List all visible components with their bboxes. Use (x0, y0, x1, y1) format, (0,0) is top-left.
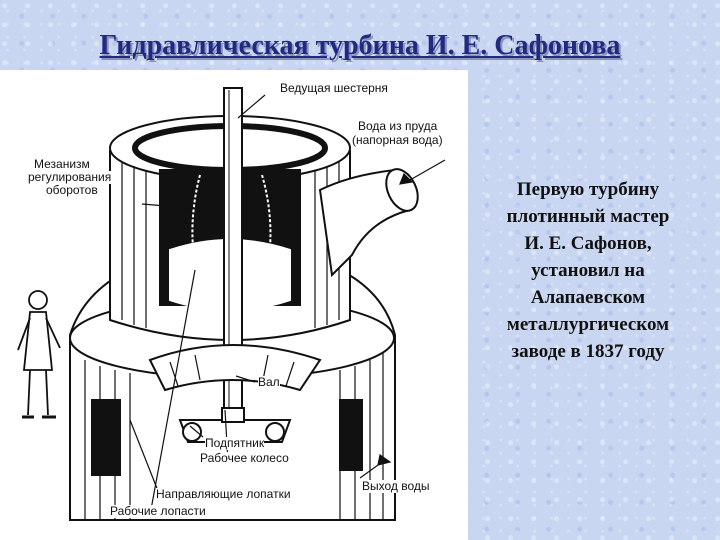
turbine-diagram: Ведущая шестерня Вода из пруда (напорная… (0, 70, 468, 540)
description-line: заводе в 1837 году (511, 341, 665, 362)
description-line: металлургическом (506, 314, 670, 335)
label-impeller: Рабочее колесо (200, 451, 289, 465)
label-pond-water: Вода из пруда (358, 119, 438, 133)
label-driving-gear: Ведущая шестерня (280, 81, 388, 95)
description-text: Первую турбину плотинный мастер И. Е. Са… (478, 176, 698, 365)
description-line: Алапаевском (530, 287, 646, 308)
label-guide-vanes: Направляющие лопатки (156, 487, 291, 501)
label-pond-water-note: (напорная вода) (352, 133, 443, 147)
slide-title: Гидравлическая турбина И. Е. Сафонова (99, 30, 621, 61)
description-line: плотинный мастер (506, 206, 670, 227)
label-mechanism-line1: Мезанизм (34, 157, 90, 171)
label-mechanism-line2: регулирования (28, 170, 112, 184)
turbine-illustration (17, 87, 446, 521)
label-mechanism-line3: оборотов (46, 183, 98, 197)
description-line: И. Е. Сафонов, (524, 233, 652, 254)
label-shaft: Вал (258, 375, 280, 389)
label-water-outlet: Выход воды (362, 479, 430, 493)
label-working-blades: Рабочие лопасти (110, 504, 206, 518)
description-line: установил на (531, 260, 645, 281)
label-thrust-bearing: Подпятник (205, 436, 265, 450)
description-line: Первую турбину (516, 179, 660, 200)
